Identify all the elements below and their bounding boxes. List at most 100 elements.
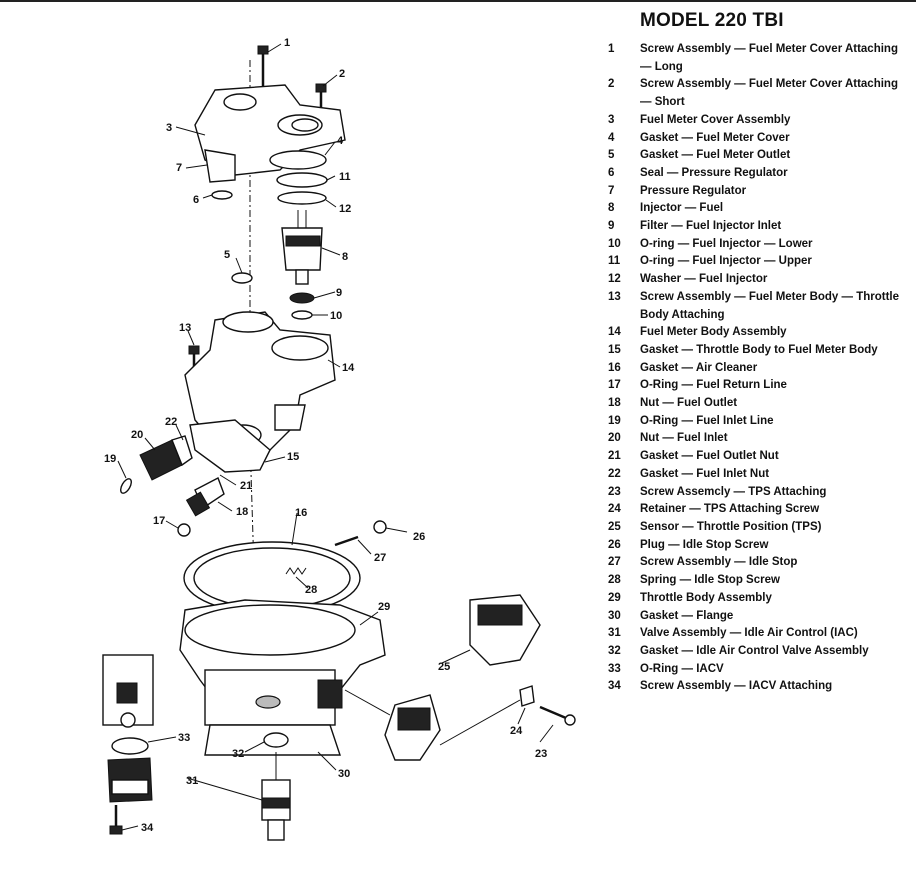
legend-item-number: 33 — [596, 661, 640, 679]
callout-34: 34 — [141, 822, 154, 834]
part-pressure-regulator — [204, 149, 236, 183]
legend-number-text: 13 — [608, 290, 621, 303]
legend-item-number: 31 — [596, 625, 640, 643]
legend-number-text: 4 — [608, 131, 615, 144]
part-return-line-oring — [177, 523, 191, 537]
part-idle-stop-plug — [373, 520, 387, 534]
leader-lines — [117, 43, 554, 831]
legend-item-number: 6 — [596, 165, 640, 183]
legend-number-text: 2 — [608, 78, 615, 91]
callout-5: 5 — [224, 249, 230, 261]
legend-number-text: 32 — [608, 644, 621, 657]
legend-number-text: 12 — [608, 273, 621, 286]
part-fuel-meter-body — [184, 311, 336, 456]
callout-29: 29 — [378, 601, 390, 613]
callout-17: 17 — [153, 515, 165, 527]
part-iacv-screw — [109, 805, 123, 835]
legend-number-text: 11 — [608, 255, 621, 268]
legend-number-text: 9 — [608, 220, 615, 233]
legend-item-number: 18 — [596, 395, 640, 413]
callout-27: 27 — [374, 552, 386, 564]
legend-item-number: 26 — [596, 537, 640, 555]
legend-item-number: 32 — [596, 643, 640, 661]
legend-item-text: Sensor — Throttle Position (TPS) — [640, 520, 822, 533]
legend-item-number: 27 — [596, 554, 640, 572]
legend-item-text: Washer — Fuel Injector — [640, 273, 768, 286]
legend-number-text: 21 — [608, 450, 621, 463]
part-air-cleaner-gasket — [183, 541, 361, 615]
legend-item-text: Gasket — Fuel Outlet Nut — [640, 450, 779, 463]
part-iac-bracket — [102, 654, 154, 728]
legend-item-text: Gasket — Flange — [640, 609, 734, 622]
legend-item-number: 7 — [596, 183, 640, 201]
legend-item-text: Gasket — Fuel Meter Outlet — [640, 149, 791, 162]
legend-item-number: 8 — [596, 200, 640, 218]
callout-26: 26 — [413, 531, 425, 543]
legend-item-number: 23 — [596, 484, 640, 502]
legend-item-number: 4 — [596, 130, 640, 148]
callout-32: 32 — [232, 748, 244, 760]
exploded-parts-diagram: 1 2 3 4 5 6 7 8 9 10 11 12 13 14 15 16 1… — [102, 37, 576, 841]
part-injector-upper-oring — [276, 172, 328, 188]
legend-item-text: Screw Assembly — IACV Attaching — [640, 680, 833, 693]
callout-4: 4 — [337, 135, 344, 147]
legend-item-number: 14 — [596, 324, 640, 342]
callout-15: 15 — [287, 451, 299, 463]
callout-9: 9 — [336, 287, 342, 299]
part-fuel-inlet-nut — [139, 435, 193, 481]
legend-number-text: 33 — [608, 662, 621, 675]
legend-item-text: O-ring — Fuel Injector — Upper — [640, 255, 812, 268]
part-tps-screw — [539, 705, 576, 726]
legend-item-number: 22 — [596, 466, 640, 484]
part-tps-retainer — [519, 685, 535, 707]
callout-14: 14 — [342, 362, 355, 374]
legend-item-text: Valve Assembly — Idle Air Control (IAC) — [640, 627, 858, 640]
top-border-line — [0, 0, 916, 2]
part-inlet-line-oring — [120, 478, 132, 494]
legend-item-text: O-Ring — Fuel Inlet Line — [640, 414, 774, 427]
legend-item: 31 Valve Assembly — Idle Air Control (IAC… — [596, 625, 912, 643]
legend-number-text: 17 — [608, 379, 621, 392]
legend-number-text: 14 — [608, 326, 621, 339]
callout-24: 24 — [510, 725, 523, 737]
diagram-title: MODEL 220 TBI — [640, 10, 784, 31]
legend-item-number: 3 — [596, 112, 640, 130]
legend-item-number: 28 — [596, 572, 640, 590]
callout-1: 1 — [284, 37, 290, 49]
legend-item-number: 21 — [596, 448, 640, 466]
legend-item-text: Screw Assemcly — TPS Attaching — [640, 485, 827, 498]
legend-item-number: 9 — [596, 218, 640, 236]
part-injector-filter — [289, 292, 315, 304]
legend-number-text: 3 — [608, 113, 615, 126]
part-cover-gasket — [269, 150, 327, 170]
legend-number-text: 29 — [608, 591, 621, 604]
callout-10: 10 — [330, 310, 342, 322]
legend-item-number: 11 — [596, 253, 640, 271]
legend-number-text: 31 — [608, 627, 621, 640]
legend-item-text: Filter — Fuel Injector Inlet — [640, 220, 782, 233]
part-outlet-gasket — [231, 272, 253, 284]
legend-number-text: 20 — [608, 432, 621, 445]
legend-number-text: 22 — [608, 467, 621, 480]
callout-11: 11 — [339, 171, 351, 183]
legend-number-text: 6 — [608, 166, 615, 179]
callout-20: 20 — [131, 429, 143, 441]
legend-number-text: 26 — [608, 538, 621, 551]
callout-31: 31 — [186, 775, 198, 787]
